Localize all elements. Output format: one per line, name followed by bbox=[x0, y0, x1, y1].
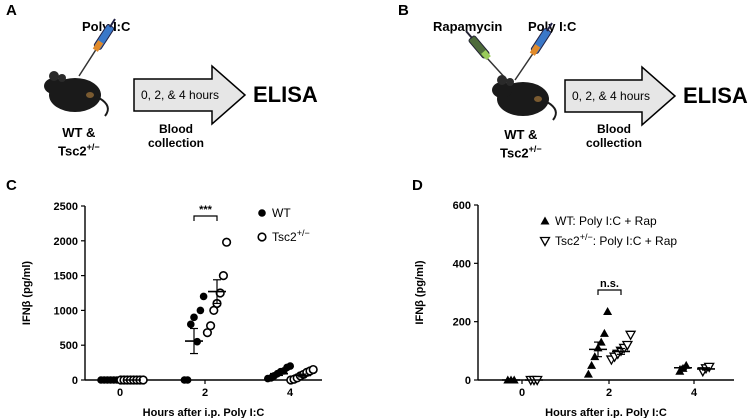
panel-a-syringe-icon bbox=[78, 18, 116, 77]
panel-c-letter: C bbox=[6, 177, 17, 194]
y-tick-label: 400 bbox=[453, 258, 471, 270]
legend-label-name: Tsc2 bbox=[272, 230, 297, 244]
panel-b-mice-line2: Tsc2 bbox=[500, 145, 529, 161]
panel-b-mice-label: WT & Tsc2+/− bbox=[500, 128, 542, 160]
panel-a-mice-line2: Tsc2 bbox=[58, 143, 87, 159]
y-tick-label: 1500 bbox=[54, 271, 78, 283]
panel-b-polyic-syringe-icon bbox=[514, 22, 553, 81]
panel-b-collection-line1: Blood bbox=[597, 122, 631, 136]
panel-b-elisa: ELISA bbox=[683, 83, 748, 108]
panel-a-collection-line1: Blood bbox=[159, 122, 193, 136]
x-tick-label: 2 bbox=[202, 387, 208, 399]
panel-a-arrow-text: 0, 2, & 4 hours bbox=[141, 88, 220, 102]
data-point bbox=[308, 364, 318, 375]
panel-a-collection-line2: collection bbox=[148, 136, 205, 150]
data-point bbox=[286, 362, 295, 370]
x-tick-label: 4 bbox=[287, 387, 294, 399]
significance-label: n.s. bbox=[600, 278, 619, 290]
data-point bbox=[681, 360, 691, 369]
data-point bbox=[187, 320, 195, 329]
legend-marker bbox=[539, 236, 551, 247]
panel-a-mice-sup: +/− bbox=[86, 142, 100, 152]
x-tick-label: 0 bbox=[117, 387, 123, 399]
legend-marker bbox=[258, 209, 266, 217]
x-axis-title: Hours after i.p. Poly I:C bbox=[143, 407, 265, 418]
data-point bbox=[199, 292, 208, 301]
panel-b-arrow-text: 0, 2, & 4 hours bbox=[572, 89, 651, 103]
legend-label: WT bbox=[272, 206, 291, 220]
x-tick-label: 0 bbox=[519, 387, 525, 399]
x-tick-label: 4 bbox=[691, 387, 698, 399]
significance-label: *** bbox=[199, 204, 213, 216]
y-tick-label: 1000 bbox=[54, 305, 78, 317]
data-point bbox=[218, 271, 228, 281]
legend-label-superscript: +/− bbox=[580, 232, 593, 242]
panel-b-letter: B bbox=[398, 2, 409, 19]
data-point bbox=[624, 330, 637, 341]
data-point bbox=[599, 328, 609, 337]
panel-a-mice-line1: WT & bbox=[62, 125, 96, 140]
panel-b-collection-line2: collection bbox=[586, 136, 643, 150]
panel-a-elisa: ELISA bbox=[253, 82, 318, 107]
legend-label-name: Tsc2 bbox=[555, 234, 580, 248]
panel-a-mouse-icon bbox=[44, 71, 109, 117]
panel-a-letter: A bbox=[6, 2, 17, 19]
data-point bbox=[222, 237, 232, 247]
data-point bbox=[587, 360, 597, 369]
data-point bbox=[603, 306, 613, 315]
panel-a-mice-label: WT & Tsc2+/− bbox=[58, 126, 100, 158]
data-point bbox=[183, 376, 192, 384]
legend-label-suffix: : Poly I:C + Rap bbox=[593, 234, 678, 248]
y-axis-title: IFNβ (pg/ml) bbox=[414, 260, 426, 324]
y-tick-label: 0 bbox=[72, 375, 78, 387]
panel-b-mouse-icon bbox=[492, 75, 557, 121]
panel-b-drug2-label: Poly I:C bbox=[528, 19, 577, 34]
y-tick-label: 600 bbox=[453, 200, 471, 212]
y-tick-label: 2000 bbox=[54, 236, 78, 248]
panel-a-collection-label: Blood collection bbox=[148, 122, 204, 150]
legend-marker bbox=[540, 216, 550, 225]
significance-bracket bbox=[597, 289, 622, 295]
legend-label: Tsc2+/− bbox=[272, 228, 310, 244]
y-tick-label: 500 bbox=[60, 340, 78, 352]
y-tick-label: 0 bbox=[465, 375, 471, 387]
legend-label: Tsc2+/−: Poly I:C + Rap bbox=[555, 232, 677, 248]
y-tick-label: 200 bbox=[453, 317, 471, 329]
data-point bbox=[621, 340, 634, 351]
panel-d-letter: D bbox=[412, 177, 423, 194]
panel-b-rapamycin-syringe-icon bbox=[465, 30, 508, 81]
data-point bbox=[190, 313, 198, 322]
x-axis-title: Hours after i.p. Poly I:C bbox=[545, 407, 667, 418]
legend-label-superscript: +/− bbox=[297, 228, 310, 238]
legend-label-name: WT: Poly I:C + Rap bbox=[555, 214, 657, 228]
data-point bbox=[206, 321, 216, 331]
panel-b-collection-label: Blood collection bbox=[586, 122, 642, 150]
panel-b-mice-sup: +/− bbox=[528, 144, 542, 154]
legend-label: WT: Poly I:C + Rap bbox=[555, 214, 657, 228]
panel-b-drug1-label: Rapamycin bbox=[433, 19, 503, 34]
data-point bbox=[583, 369, 593, 378]
legend-marker bbox=[257, 232, 267, 242]
panel-b-mice-line1: WT & bbox=[504, 127, 538, 142]
y-tick-label: 2500 bbox=[54, 201, 78, 213]
y-axis-title: IFNβ (pg/ml) bbox=[21, 261, 33, 325]
data-point bbox=[196, 306, 205, 315]
x-tick-label: 2 bbox=[606, 387, 612, 399]
significance-bracket bbox=[193, 215, 218, 221]
legend-label-name: WT bbox=[272, 206, 291, 220]
